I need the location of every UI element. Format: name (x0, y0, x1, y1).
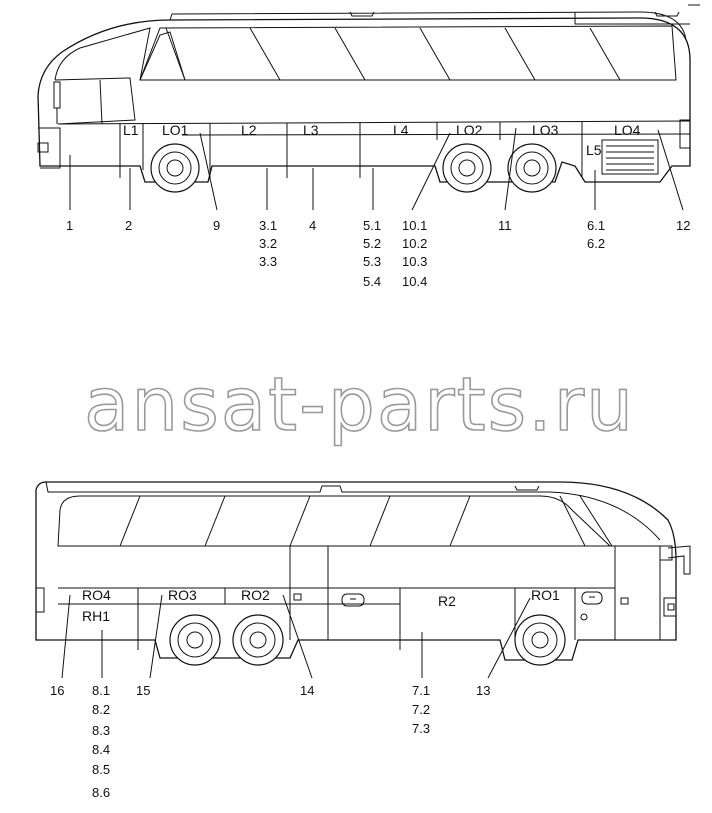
callout-3-2: 3.2 (259, 236, 277, 251)
rear-wheel-a (169, 614, 221, 666)
callout-11: 11 (498, 218, 512, 233)
panel-L1: L1 (123, 122, 139, 138)
callout-15: 15 (136, 683, 150, 698)
panel-R2: R2 (438, 593, 456, 609)
callout-1: 1 (66, 218, 73, 233)
rear-wheel-2 (507, 143, 557, 193)
callout-7-1: 7.1 (412, 683, 430, 698)
callout-12: 12 (676, 218, 690, 233)
bus-left-side-view: L1 LO1 L2 L3 L4 LO2 LO3 LO4 L5 1 2 9 3.1… (37, 4, 700, 289)
front-wheel (150, 143, 200, 193)
panel-LO2: LO2 (456, 122, 483, 138)
watermark: ansat-parts.ru (84, 362, 635, 448)
callout-8-3: 8.3 (92, 723, 110, 738)
callout-7-2: 7.2 (412, 702, 430, 717)
panel-RH1: RH1 (82, 608, 110, 624)
panel-RO3: RO3 (168, 587, 197, 603)
bus-right-side-view: RO4 RH1 RO3 RO2 R2 RO1 16 8.1 8.2 8.3 8.… (35, 481, 691, 800)
callout-4: 4 (309, 218, 316, 233)
callout-5-3: 5.3 (363, 254, 381, 269)
callout-16: 16 (50, 683, 64, 698)
callout-14: 14 (300, 683, 314, 698)
callout-5-2: 5.2 (363, 236, 381, 251)
callout-8-6: 8.6 (92, 785, 110, 800)
callout-10-1: 10.1 (402, 218, 427, 233)
panel-LO4: LO4 (614, 122, 641, 138)
callout-2: 2 (125, 218, 132, 233)
rear-wheel-b (232, 614, 284, 666)
panel-L4: L4 (393, 122, 409, 138)
front-wheel-r (514, 614, 566, 666)
callout-8-4: 8.4 (92, 742, 110, 757)
panel-L3: L3 (303, 122, 319, 138)
panel-LO3: LO3 (532, 122, 559, 138)
callout-3-1: 3.1 (259, 218, 277, 233)
panel-LO1: LO1 (162, 122, 189, 138)
callout-13: 13 (476, 683, 490, 698)
callout-10-4: 10.4 (402, 274, 427, 289)
panel-L2: L2 (241, 122, 257, 138)
callout-9: 9 (213, 218, 220, 233)
callout-5-1: 5.1 (363, 218, 381, 233)
callout-8-5: 8.5 (92, 762, 110, 777)
panel-RO1: RO1 (531, 587, 560, 603)
callout-10-3: 10.3 (402, 254, 427, 269)
rear-wheel-1 (442, 143, 492, 193)
callout-3-3: 3.3 (259, 254, 277, 269)
callout-6-1: 6.1 (587, 218, 605, 233)
callout-5-4: 5.4 (363, 274, 381, 289)
panel-RO4: RO4 (82, 587, 111, 603)
callout-8-2: 8.2 (92, 702, 110, 717)
panel-RO2: RO2 (241, 587, 270, 603)
callout-7-3: 7.3 (412, 721, 430, 736)
callout-6-2: 6.2 (587, 236, 605, 251)
callout-8-1: 8.1 (92, 683, 110, 698)
callout-10-2: 10.2 (402, 236, 427, 251)
panel-L5: L5 (586, 142, 602, 158)
